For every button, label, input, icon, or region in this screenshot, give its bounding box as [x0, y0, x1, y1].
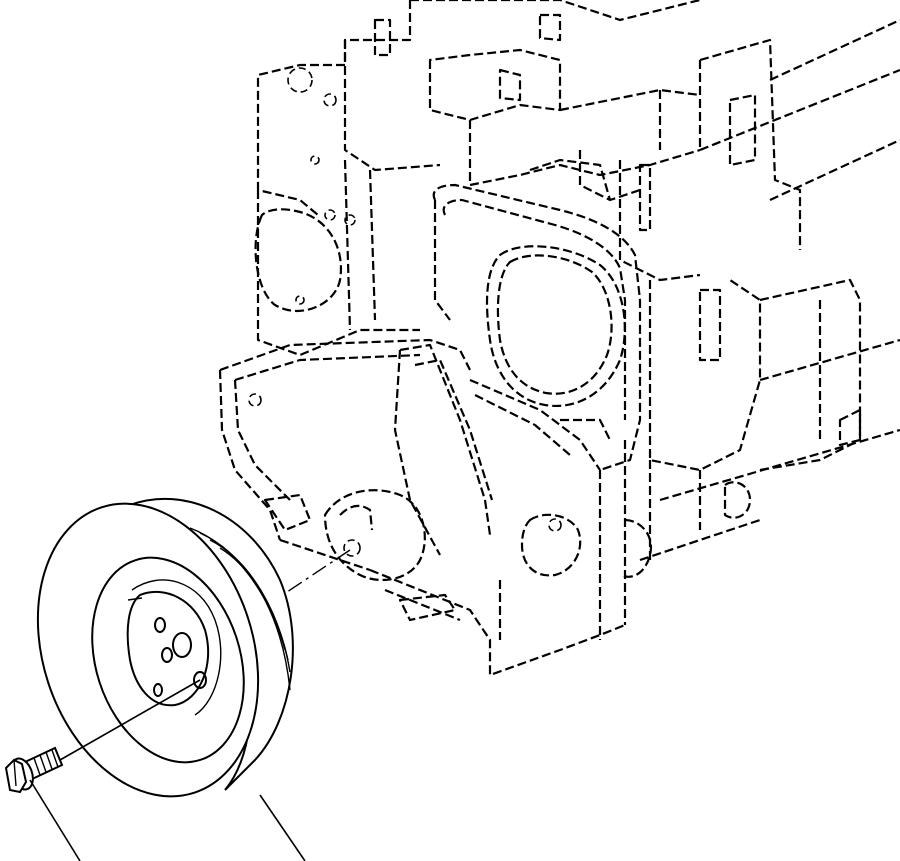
engine-block-phantom [218, 0, 900, 677]
pulley-leader-line [259, 794, 306, 861]
crankshaft-centerline [274, 549, 351, 601]
pulley-bolt [4, 746, 64, 794]
bolt-leader-line [29, 779, 81, 861]
bolt-alignment-line [59, 679, 201, 761]
crankshaft-pulley [36, 497, 294, 798]
pulley-center-hole [172, 632, 192, 658]
